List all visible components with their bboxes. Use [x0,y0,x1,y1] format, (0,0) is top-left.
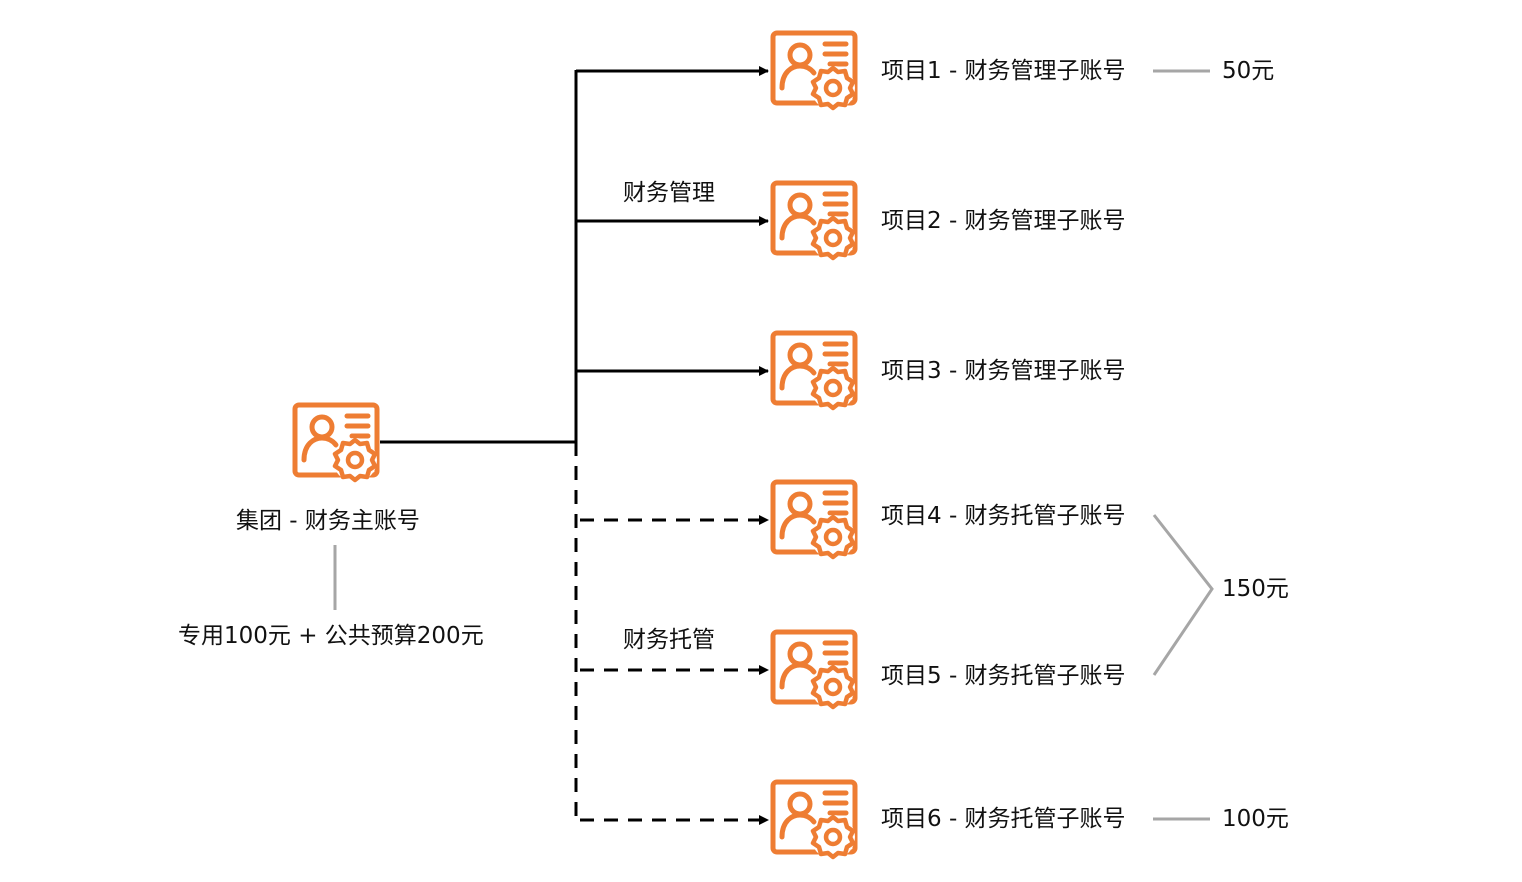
child-account-label-5: 项目5 - 财务托管子账号 [881,663,1126,689]
group-label-managed: 财务管理 [623,180,715,206]
root-account-icon[interactable] [292,402,382,484]
child-account-icon-5[interactable] [770,629,860,711]
root-account-label: 集团 - 财务主账号 [236,508,420,534]
child-account-icon-1[interactable] [770,30,860,112]
root-budget-label: 专用100元 + 公共预算200元 [178,623,484,649]
child-account-label-6: 项目6 - 财务托管子账号 [881,806,1126,832]
child-account-label-1: 项目1 - 财务管理子账号 [881,58,1126,84]
child-account-label-4: 项目4 - 财务托管子账号 [881,503,1126,529]
child-account-icon-2[interactable] [770,180,860,262]
child-account-icon-6[interactable] [770,779,860,861]
group-label-hosted: 财务托管 [623,627,715,653]
shared-amount-bracket [1152,514,1214,676]
child-account-label-2: 项目2 - 财务管理子账号 [881,208,1126,234]
amount-label-1: 50元 [1222,58,1275,84]
amount-label-6: 100元 [1222,806,1289,832]
shared-amount-label: 150元 [1222,576,1289,602]
child-account-icon-4[interactable] [770,479,860,561]
child-account-label-3: 项目3 - 财务管理子账号 [881,358,1126,384]
child-account-icon-3[interactable] [770,330,860,412]
